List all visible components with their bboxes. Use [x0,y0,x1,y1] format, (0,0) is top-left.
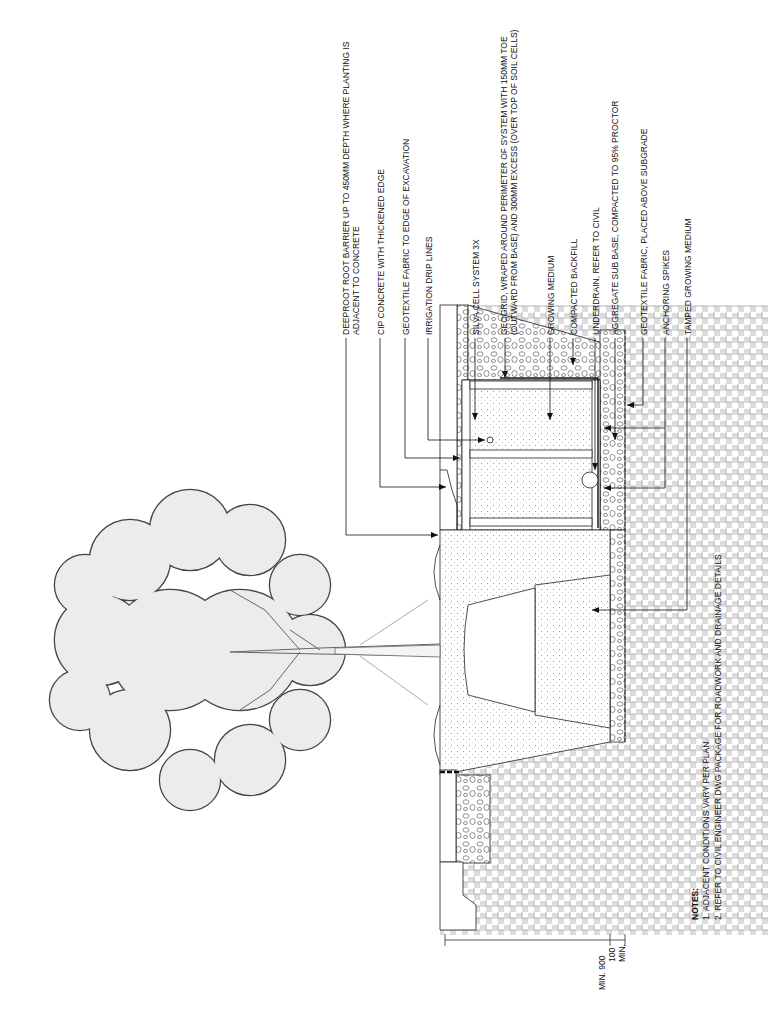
callout-text: IRRIGATION DRIP LINES [424,25,434,335]
note-text: 1. ADJACENT CONDITIONS VARY PER PLAN. [701,450,711,920]
notes-heading: NOTES: [690,450,700,920]
dimension-text: MIN. 900 [597,930,607,990]
soil-cell-excavation [462,305,625,530]
callout-text: GEOGRID, WRAPED AROUND PERIMETER OF SYST… [499,15,519,335]
callout-text: GROWING MEDIUM [546,25,556,335]
tree-pit [434,330,625,775]
callout-text: ANCHORING SPIKES [661,25,671,335]
existing-subgrade [440,305,768,935]
callout-text: TAMPED GROWING MEDIUM [683,25,693,335]
callout-text: SILVA CELL SYSTEM 3X [471,25,481,335]
callout-text: GEOTEXTILE FABRIC, PLACED ABOVE SUBGRADE [639,25,649,335]
right-paving [440,770,490,930]
callout-text: COMPACTED BACKFILL [569,25,579,335]
dimension-lines [445,934,625,946]
callout-text: CIP CONCRETE WITH THICKENED EDGE [376,25,386,335]
dimension-text: MIN. [617,932,627,962]
leader-lines [346,338,687,610]
callout-text: AGGREGATE SUB BASE, COMPACTED TO 95% PRO… [610,25,620,335]
callout-text: DEEPROOT ROOT BARRIER UP TO 450MM DEPTH … [341,25,361,335]
callout-text: UNDERDRAIN, REFER TO CIVIL [591,25,601,335]
dimension-text: 100 [607,932,617,962]
tree [50,490,440,810]
note-text: 2. REFER TO CIVIL ENGINEER DWG PACKAGE F… [713,450,723,920]
callout-text: GEOTEXTILE FABRIC TO EDGE OF EXCAVATION [401,25,411,335]
